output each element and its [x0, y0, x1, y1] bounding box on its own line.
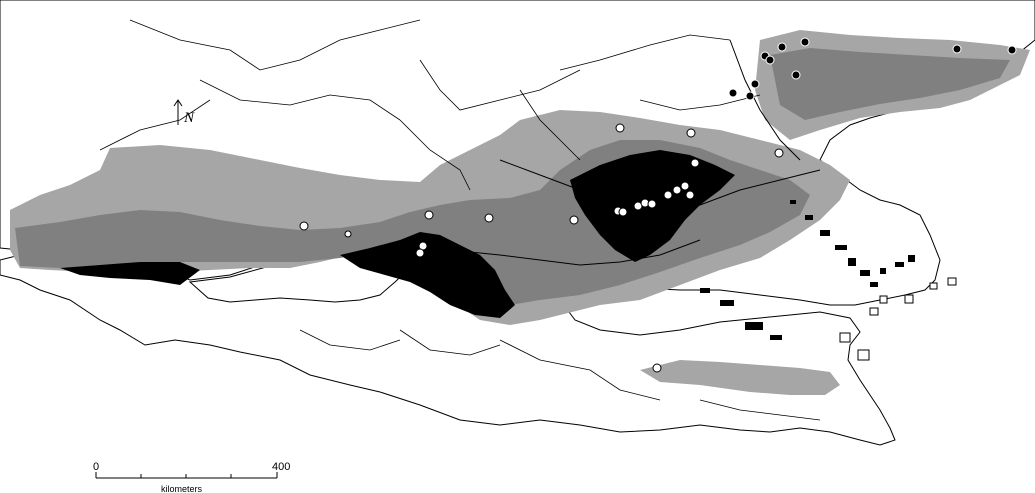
scale-start-label: 0 [93, 461, 100, 473]
point-marker[interactable] [569, 215, 579, 225]
point-marker[interactable] [686, 128, 696, 138]
rivers [449, 39, 821, 266]
core-zone-southwest-strip [60, 262, 200, 285]
point-marker[interactable] [299, 221, 309, 231]
point-marker[interactable] [663, 190, 673, 200]
point-marker[interactable] [800, 37, 810, 47]
scale-unit-label: kilometers [161, 484, 203, 493]
point-marker[interactable] [750, 79, 760, 89]
point-marker[interactable] [647, 199, 657, 209]
point-marker[interactable] [618, 207, 628, 217]
point-marker[interactable] [791, 70, 801, 80]
point-marker[interactable] [728, 88, 738, 98]
scale-bar-icon [95, 472, 278, 479]
occurrence-points-white [299, 123, 784, 373]
point-marker[interactable] [765, 55, 775, 65]
point-marker[interactable] [415, 248, 425, 258]
scale-end-label: 400 [272, 461, 291, 473]
north-arrow-icon [173, 99, 183, 125]
point-marker[interactable] [424, 210, 434, 220]
point-marker[interactable] [1007, 45, 1017, 55]
point-marker[interactable] [745, 91, 755, 101]
zone-mid-northeast [770, 48, 1010, 120]
zone-low-south [640, 360, 840, 395]
coastal-patches [700, 200, 915, 340]
point-marker[interactable] [680, 181, 690, 191]
occurrence-points-black [728, 37, 1017, 101]
boundary-lines [99, 19, 821, 421]
point-marker[interactable] [777, 42, 787, 52]
point-marker[interactable] [484, 213, 494, 223]
point-marker[interactable] [952, 44, 962, 54]
coastal-islands [839, 277, 957, 361]
point-marker[interactable] [690, 158, 700, 168]
point-marker[interactable] [344, 230, 352, 238]
point-marker[interactable] [685, 190, 695, 200]
point-marker[interactable] [672, 185, 682, 195]
point-marker[interactable] [652, 363, 662, 373]
north-arrow-label: N [184, 110, 195, 126]
core-zone-west [340, 232, 515, 318]
point-marker[interactable] [615, 123, 625, 133]
point-marker[interactable] [774, 148, 784, 158]
